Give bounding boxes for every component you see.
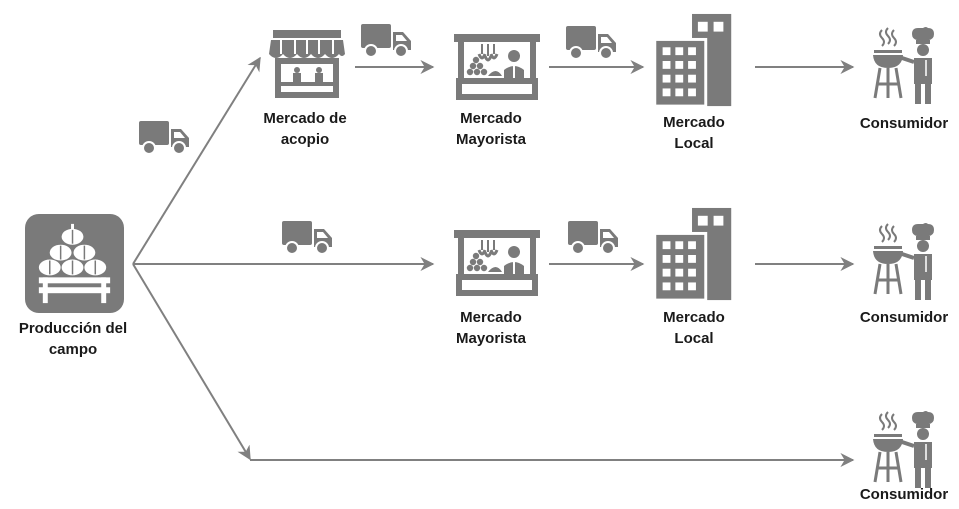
local-market-label: Mercado Local <box>663 309 725 347</box>
origin-label: Producción del campo <box>18 320 128 358</box>
chef-grill-icon <box>871 26 936 106</box>
acopio-market-label: Mercado de acopio <box>263 110 347 148</box>
local-market-label: Mercado Local <box>663 114 725 152</box>
truck-icon <box>361 23 412 58</box>
arrow-origin-to-acopio <box>132 56 261 265</box>
truck-icon <box>282 220 333 255</box>
consumer-label: Consumidor <box>859 309 949 326</box>
chef-grill-icon <box>871 222 936 302</box>
wholesale-market-label: Mercado Mayorista <box>455 110 527 148</box>
chef-grill-icon <box>871 410 936 490</box>
flow-arrows <box>132 56 855 467</box>
consumer-label: Consumidor <box>859 486 949 503</box>
truck-icon <box>566 25 617 60</box>
pumpkin-crate-icon <box>25 214 124 313</box>
city-buildings-icon <box>653 12 733 108</box>
market-stall-icon <box>268 29 346 98</box>
wholesale-vendor-icon <box>452 32 542 102</box>
arrow-origin-to-consumer <box>132 263 251 461</box>
wholesale-vendor-icon <box>452 228 542 298</box>
truck-icon <box>568 220 619 255</box>
truck-icon <box>139 120 190 155</box>
wholesale-market-label: Mercado Mayorista <box>455 309 527 347</box>
city-buildings-icon <box>653 206 733 302</box>
consumer-label: Consumidor <box>859 115 949 132</box>
